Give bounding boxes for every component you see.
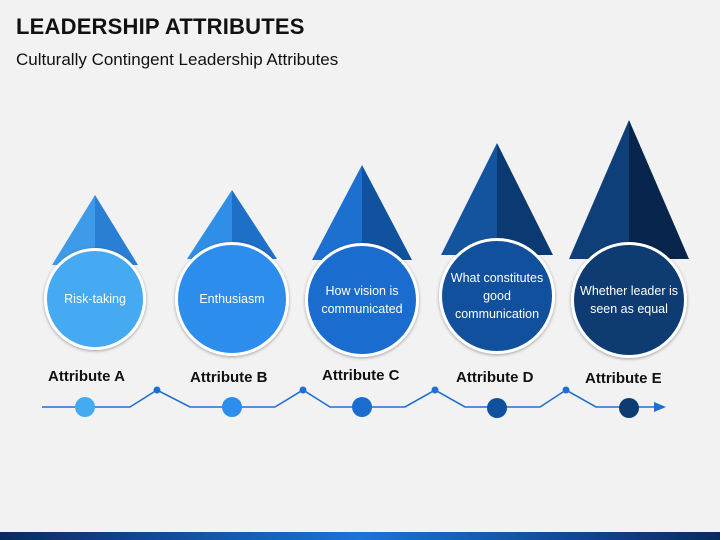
slide-subtitle: Culturally Contingent Leadership Attribu… bbox=[16, 50, 339, 69]
timeline-peak-dot bbox=[153, 386, 161, 394]
cone-left-3 bbox=[441, 143, 497, 255]
timeline-dot-4 bbox=[619, 398, 639, 418]
attribute-text-1: Enthusiasm bbox=[199, 292, 265, 306]
cone-right-0 bbox=[95, 195, 138, 265]
attribute-label-1: Attribute B bbox=[190, 369, 268, 386]
attribute-label-0: Attribute A bbox=[48, 368, 125, 385]
attribute-label-4: Attribute E bbox=[585, 370, 662, 387]
timeline-dot-2 bbox=[352, 397, 372, 417]
cone-right-4 bbox=[629, 120, 689, 259]
cone-right-3 bbox=[497, 143, 553, 255]
timeline-peak-dot bbox=[562, 386, 570, 394]
slide-title: LEADERSHIP ATTRIBUTES bbox=[16, 14, 305, 39]
timeline-peak-dot bbox=[299, 386, 307, 394]
attribute-circle-3 bbox=[442, 241, 552, 351]
cone-right-2 bbox=[362, 165, 412, 260]
cone-right-1 bbox=[232, 190, 277, 259]
bottom-accent-bar bbox=[0, 532, 720, 540]
timeline-dot-3 bbox=[487, 398, 507, 418]
cone-left-2 bbox=[312, 165, 362, 260]
attribute-circle-1 bbox=[178, 245, 286, 353]
attribute-circle-2 bbox=[308, 246, 416, 354]
cone-left-0 bbox=[52, 195, 95, 265]
timeline-dot-0 bbox=[75, 397, 95, 417]
attribute-label-2: Attribute C bbox=[322, 367, 400, 384]
attribute-text-2: How vision is communicated bbox=[321, 284, 403, 316]
attribute-circle-0 bbox=[47, 251, 143, 347]
timeline-line bbox=[42, 389, 655, 408]
timeline-arrow-icon bbox=[654, 402, 666, 412]
attribute-text-0: Risk-taking bbox=[64, 292, 126, 306]
cone-left-4 bbox=[569, 120, 629, 259]
cone-left-1 bbox=[187, 190, 232, 259]
timeline-dot-1 bbox=[222, 397, 242, 417]
timeline-peak-dot bbox=[431, 386, 439, 394]
attribute-text-4: Whether leader is seen as equal bbox=[580, 284, 678, 316]
attribute-circle-4 bbox=[574, 245, 684, 355]
attribute-text-3: What constitutes good communication bbox=[450, 271, 544, 321]
attribute-label-3: Attribute D bbox=[456, 369, 534, 386]
